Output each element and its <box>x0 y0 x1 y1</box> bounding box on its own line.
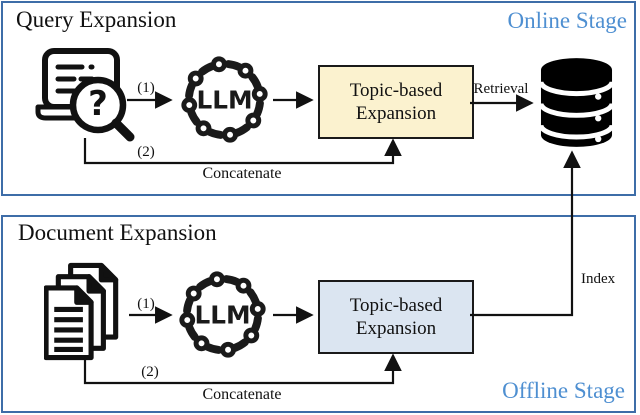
online-stage-label: Online Stage <box>507 8 627 33</box>
llm-icon-top: LLM <box>177 52 272 147</box>
concatenate-label-bottom: Concatenate <box>202 386 282 403</box>
query-panel-title: Query Expansion <box>16 7 177 32</box>
expansion-box-line2: Expansion <box>355 103 437 124</box>
query-document-icon: ? <box>34 47 138 147</box>
expansion-box-line1: Topic-based <box>349 294 443 316</box>
step1-label-top: (1) <box>137 80 155 96</box>
step2-label-bottom: (2) <box>141 364 159 380</box>
topic-expansion-box-query: Topic-based Expansion <box>318 65 474 139</box>
question-mark-glyph: ? <box>88 84 108 124</box>
documents-icon <box>44 262 130 361</box>
offline-stage-label: Offline Stage <box>502 378 625 403</box>
index-label: Index <box>581 271 616 287</box>
expansion-box-line1: Topic-based <box>349 79 443 101</box>
expansion-box-line2: Expansion <box>355 318 437 339</box>
concatenate-label-top: Concatenate <box>202 165 282 182</box>
retrieval-label: Retrieval <box>473 81 529 97</box>
document-panel-title: Document Expansion <box>18 220 217 245</box>
topic-expansion-box-document: Topic-based Expansion <box>318 280 474 354</box>
llm-icon-bottom: LLM <box>175 267 270 362</box>
database-icon <box>539 56 614 147</box>
step1-label-bottom: (1) <box>137 296 155 312</box>
llm-label-bottom: LLM <box>194 300 250 329</box>
llm-label-top: LLM <box>196 85 252 114</box>
step2-label-top: (2) <box>137 144 155 160</box>
